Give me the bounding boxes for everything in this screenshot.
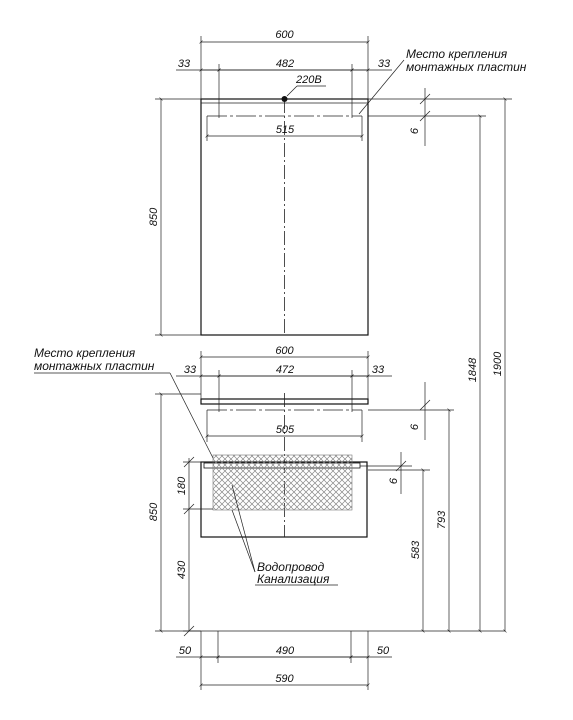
power-label: 220В	[295, 74, 322, 86]
plumbing-zone	[212, 454, 353, 511]
top-mount-note-line1: Место крепления	[406, 47, 508, 61]
base-width-label: 590	[275, 673, 294, 685]
bottom-mount-note-line2: монтажных пластин	[34, 359, 155, 373]
bottom-rail-drop-label: 6	[409, 423, 421, 430]
bottom-inner-width-label: 472	[276, 364, 294, 376]
base-left-label: 50	[179, 645, 192, 657]
bottom-right-offset-label: 33	[372, 364, 385, 376]
bottom-rail-length-label: 505	[276, 424, 295, 436]
top-mount-leader	[358, 59, 405, 115]
top-rail-length-label: 515	[276, 124, 295, 136]
bottom-height-label: 850	[148, 502, 160, 521]
top-cabinet	[200, 96, 369, 336]
service-drop-label: 6	[388, 477, 400, 484]
top-left-offset-label: 33	[178, 58, 191, 70]
service-note-line2: Канализация	[257, 572, 330, 586]
top-width-label: 600	[275, 29, 294, 41]
base-right-label: 50	[377, 645, 390, 657]
bottom-cabinet	[200, 393, 369, 632]
service-leader	[231, 509, 256, 573]
base-inner-label: 490	[276, 645, 295, 657]
service-zone-height-label: 180	[176, 476, 188, 495]
top-inner-width-label: 482	[276, 58, 294, 70]
service-note-line1: Водопровод	[257, 560, 325, 574]
bottom-mount-note-line1: Место крепления	[34, 346, 136, 360]
service-height-label: 583	[410, 540, 422, 559]
power-outlet-icon	[281, 96, 288, 102]
top-rail-drop-label: 6	[409, 127, 421, 134]
bottom-top-width-label: 600	[275, 345, 294, 357]
bottom-left-offset-label: 33	[184, 364, 197, 376]
top-height-label: 850	[148, 207, 160, 226]
mount-height-label: 793	[436, 510, 448, 529]
bottom-mount-leader	[169, 372, 214, 459]
overall-mount-height-label: 1848	[467, 357, 479, 382]
overall-height-label: 1900	[492, 351, 504, 376]
service-zone-floor-label: 430	[176, 560, 188, 579]
top-right-offset-label: 33	[378, 58, 391, 70]
top-mount-note-line2: монтажных пластин	[406, 60, 527, 74]
